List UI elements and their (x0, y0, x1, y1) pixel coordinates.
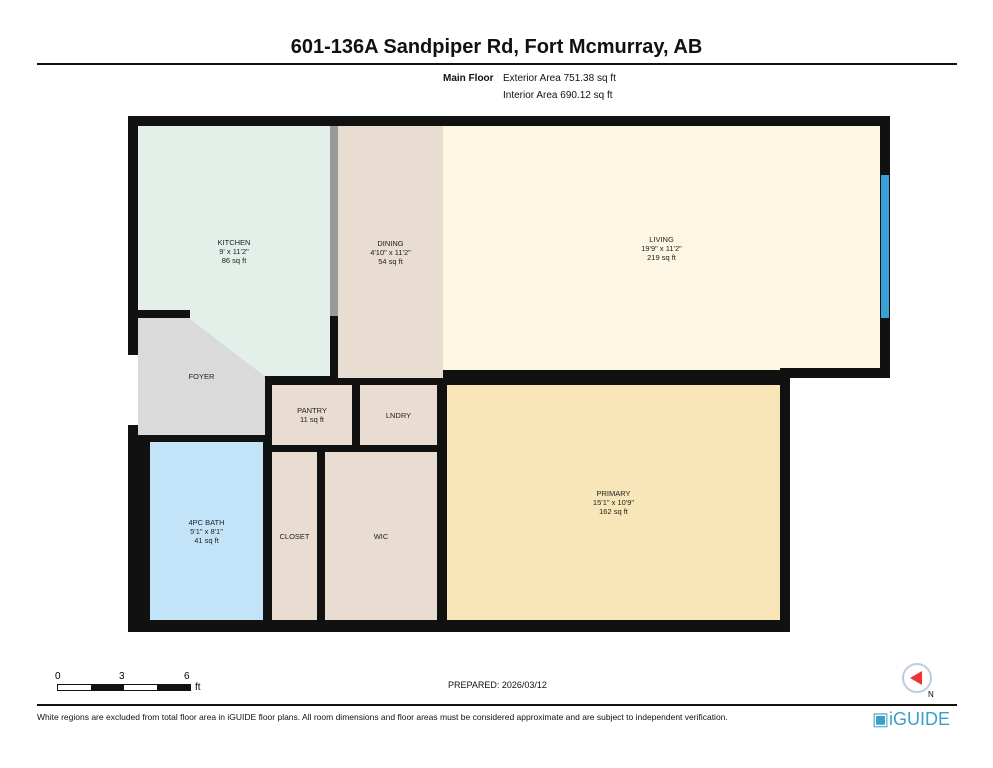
room-area: 41 sq ft (194, 535, 219, 545)
room-name: 4PC BATH (188, 517, 225, 527)
room-pantry: PANTRY 11 sq ft (272, 385, 352, 445)
scale-tick: 3 (119, 671, 125, 682)
room-dims: 5'1" x 8'1" (190, 526, 223, 536)
room-name: LIVING (649, 234, 674, 244)
brand-logo: ▣iGUIDE (872, 709, 951, 729)
wall (138, 310, 190, 318)
room-name: KITCHEN (217, 237, 251, 247)
room-dims: 15'1" x 10'9" (592, 498, 635, 507)
room-primary: PRIMARY 15'1" x 10'9" 162 sq ft (447, 385, 780, 620)
window (881, 175, 889, 318)
room-name: PRIMARY (596, 489, 631, 498)
room-closet: CLOSET (272, 452, 317, 620)
scale-unit: ft (195, 682, 201, 693)
scale-graphic (57, 684, 191, 691)
exterior-area: Exterior Area 751.38 sq ft (503, 73, 616, 84)
room-area: 54 sq ft (378, 256, 403, 266)
room-area: 162 sq ft (599, 507, 628, 516)
room-wic: WIC (325, 452, 437, 620)
compass-north: N (928, 690, 934, 699)
door-gap (128, 355, 138, 425)
disclaimer: White regions are excluded from total fl… (37, 712, 728, 722)
room-name: CLOSET (279, 531, 310, 541)
interior-area: Interior Area 690.12 sq ft (503, 90, 613, 101)
divider (37, 63, 957, 65)
area-summary: Main Floor Exterior Area 751.38 sq ft Int… (443, 70, 616, 104)
divider (37, 704, 957, 706)
prepared-date: PREPARED: 2026/03/12 (448, 680, 547, 690)
room-laundry: LNDRY (360, 385, 437, 445)
room-area: 11 sq ft (299, 415, 325, 424)
scale-tick: 6 (184, 671, 190, 682)
room-area: 219 sq ft (647, 252, 676, 262)
room-dims: 4'10" x 11'2" (370, 247, 411, 257)
room-name: WIC (373, 531, 389, 541)
room-dims: 19'9" x 11'2" (641, 243, 682, 253)
scale-tick: 0 (55, 671, 61, 682)
wall (780, 368, 890, 378)
page-title: 601-136A Sandpiper Rd, Fort Mcmurray, AB (290, 36, 703, 58)
floor-name: Main Floor (443, 73, 494, 84)
brand-name: iGUIDE (889, 709, 951, 729)
room-living: LIVING 19'9" x 11'2" 219 sq ft (443, 126, 880, 370)
room-name: LNDRY (385, 410, 412, 420)
room-name: FOYER (188, 372, 215, 381)
room-name: DINING (377, 238, 404, 248)
room-dining: DINING 4'10" x 11'2" 54 sq ft (338, 126, 443, 378)
room-name: PANTRY (297, 406, 327, 415)
room-dims: 9' x 11'2" (219, 246, 249, 256)
room-bath: 4PC BATH 5'1" x 8'1" 41 sq ft (150, 442, 263, 620)
exterior-area (790, 370, 890, 632)
room-area: 86 sq ft (221, 255, 247, 265)
compass-icon (902, 663, 932, 693)
counter (330, 126, 338, 316)
